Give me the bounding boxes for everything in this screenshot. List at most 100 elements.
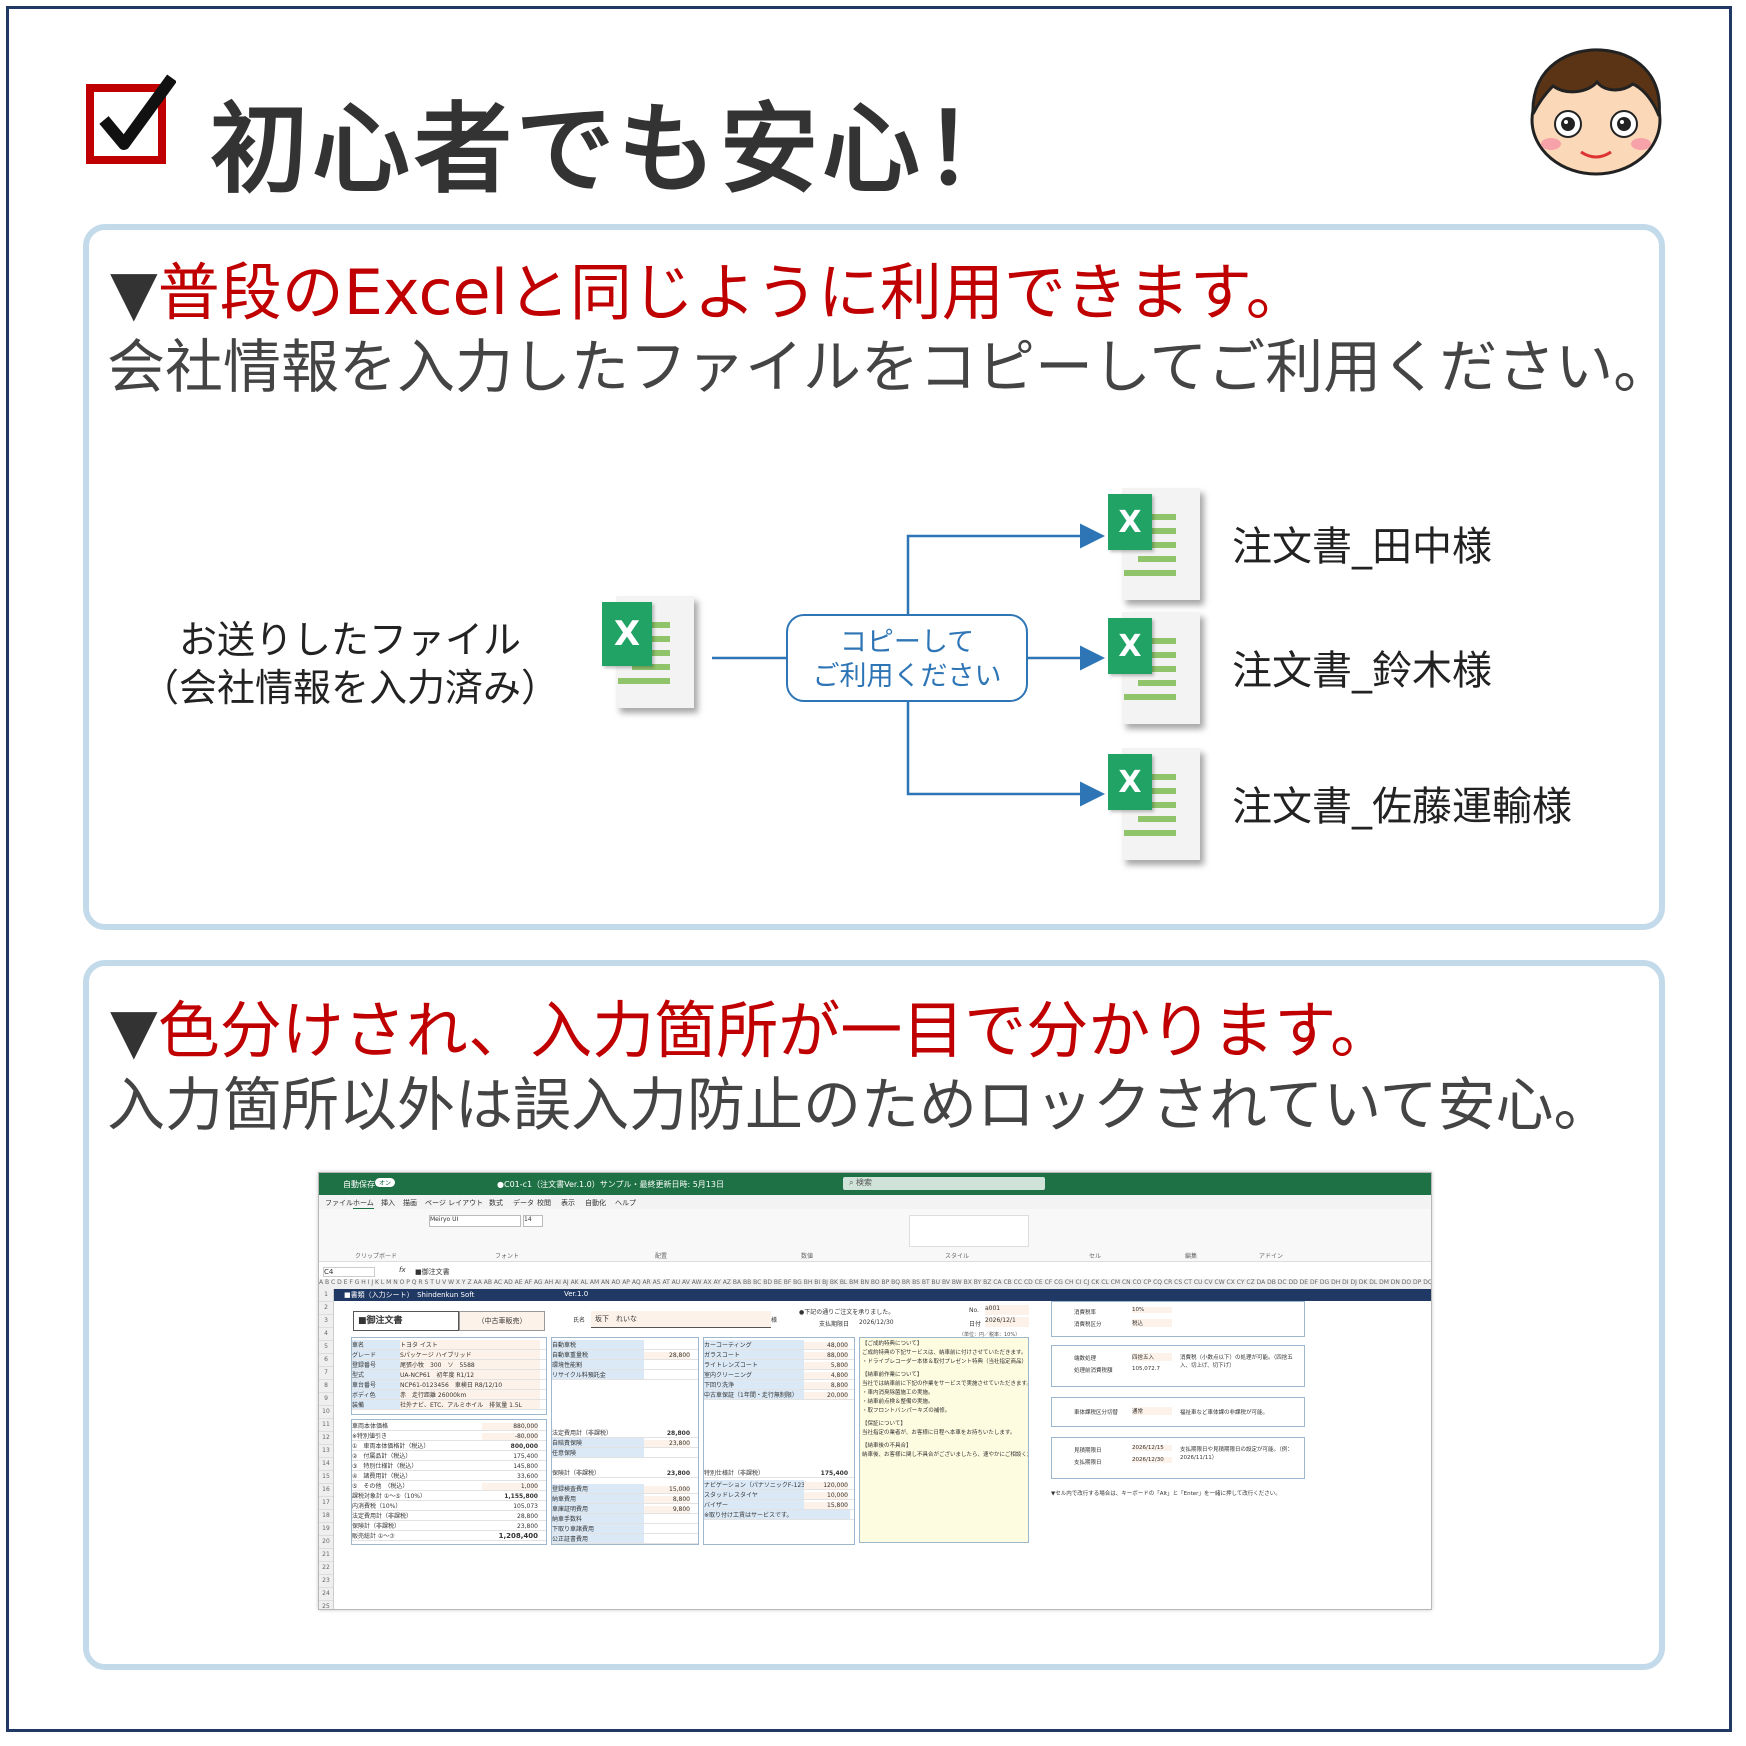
rounding-settings: 端数処理 四捨五入 処理前消費税額 105,072.7 消費税（小数点以下）の処… bbox=[1051, 1345, 1305, 1387]
excel-file-icon: X bbox=[1108, 748, 1200, 860]
doc-type[interactable]: （中古車販売） bbox=[459, 1311, 545, 1331]
table-row: 保険計（非課税）23,800 bbox=[352, 1521, 546, 1531]
due-date-input[interactable]: 2026/12/15 bbox=[1132, 1445, 1172, 1451]
copy-flow-arrows bbox=[712, 523, 1105, 807]
table-row: リサイクル料預託金 bbox=[552, 1370, 698, 1380]
name-box[interactable]: C4 bbox=[323, 1267, 375, 1277]
row-number[interactable]: 18 bbox=[319, 1510, 333, 1523]
table-row: 納車手数料 bbox=[552, 1514, 698, 1524]
tab-insert[interactable]: 挿入 bbox=[381, 1199, 395, 1207]
row-number[interactable]: 2 bbox=[319, 1302, 333, 1315]
row-number[interactable]: 16 bbox=[319, 1484, 333, 1497]
table-row: ※取り付け工賃はサービスです。 bbox=[704, 1510, 854, 1520]
excel-file-icon: X bbox=[1108, 488, 1200, 600]
pay-date-input[interactable]: 2026/12/30 bbox=[1132, 1457, 1172, 1463]
row-number[interactable]: 22 bbox=[319, 1562, 333, 1575]
tab-review[interactable]: 校閲 bbox=[537, 1199, 551, 1207]
triangle-marker-icon: ▼ bbox=[110, 256, 158, 329]
table-row: 登録番号尾張小牧 300 ソ 5588 bbox=[352, 1360, 546, 1370]
row-number[interactable]: 10 bbox=[319, 1406, 333, 1419]
row-number[interactable]: 1 bbox=[319, 1289, 333, 1302]
doc-heading[interactable]: ■御注文書 bbox=[353, 1311, 459, 1331]
row-number[interactable]: 25 bbox=[319, 1601, 333, 1609]
search-input[interactable]: ⌕ 検索 bbox=[843, 1177, 1045, 1190]
tab-file[interactable]: ファイル bbox=[325, 1199, 353, 1207]
customer-name-input[interactable]: 坂下 れいな bbox=[591, 1311, 771, 1328]
row-number[interactable]: 19 bbox=[319, 1523, 333, 1536]
table-row: ④ 諸費用計（税込）33,600 bbox=[352, 1471, 546, 1481]
table-row: ① 車両本体価格計（税込）800,000 bbox=[352, 1441, 546, 1451]
excel-file-icon: X bbox=[1108, 612, 1200, 724]
deadline-settings: 見積期限日 2026/12/15 支払期限日 2026/12/30 支払期限日や… bbox=[1051, 1437, 1305, 1479]
rounding-input[interactable]: 四捨五入 bbox=[1132, 1353, 1172, 1361]
row-number[interactable]: 15 bbox=[319, 1471, 333, 1484]
row-number[interactable]: 3 bbox=[319, 1315, 333, 1328]
tax-rate-input[interactable]: 10% bbox=[1132, 1307, 1172, 1313]
order-date-input[interactable]: 2026/12/1 bbox=[985, 1317, 1029, 1327]
tab-formulas[interactable]: 数式 bbox=[489, 1199, 503, 1207]
row-number[interactable]: 24 bbox=[319, 1588, 333, 1601]
file-name-1: 注文書_田中様 bbox=[1232, 524, 1492, 570]
style-gallery[interactable] bbox=[909, 1215, 1029, 1247]
order-no-input[interactable]: a001 bbox=[985, 1305, 1029, 1315]
row-number[interactable]: 17 bbox=[319, 1497, 333, 1510]
tab-data[interactable]: データ bbox=[513, 1199, 534, 1207]
font-name-select[interactable]: Meiryo UI bbox=[429, 1215, 521, 1227]
row-number[interactable]: 4 bbox=[319, 1328, 333, 1341]
table-row: ※特別値引き-80,000 bbox=[352, 1431, 546, 1441]
tab-help[interactable]: ヘルプ bbox=[615, 1199, 636, 1207]
body-tax-input[interactable]: 通常 bbox=[1132, 1407, 1172, 1415]
table-row: ナビゲーション（パナソニックF-123）120,000 bbox=[704, 1480, 854, 1490]
row-number[interactable]: 21 bbox=[319, 1549, 333, 1562]
table-row: 下取り車諸費用 bbox=[552, 1524, 698, 1534]
page-title: 初心者でも安心！ bbox=[210, 93, 1027, 207]
row-number[interactable]: 12 bbox=[319, 1432, 333, 1445]
table-row: 自動車税 bbox=[552, 1340, 698, 1350]
autosave-toggle[interactable]: オン bbox=[375, 1178, 396, 1187]
section-excel-usage bbox=[83, 224, 1665, 930]
tax-type-input[interactable]: 税込 bbox=[1132, 1319, 1172, 1327]
row-number[interactable]: 6 bbox=[319, 1354, 333, 1367]
excel-title-bar: 自動保存 オン ●C01-c1（注文書Ver.1.0）サンプル・最終更新日時: … bbox=[319, 1173, 1431, 1195]
tab-home[interactable]: ホーム bbox=[353, 1199, 374, 1209]
formula-bar: C4 fx ■御注文書 bbox=[319, 1263, 1431, 1280]
row-number[interactable]: 23 bbox=[319, 1575, 333, 1588]
table-row: 法定費用計（非課税）28,800 bbox=[352, 1511, 546, 1521]
formula-input[interactable]: ■御注文書 bbox=[415, 1268, 450, 1276]
notes-box[interactable]: 【ご成約特典について】 ご成約特典の下記サービスは、納車前に付けさせていただきま… bbox=[859, 1337, 1029, 1543]
tab-view[interactable]: 表示 bbox=[561, 1199, 575, 1207]
tab-page-layout[interactable]: ページ レイアウト bbox=[425, 1199, 484, 1207]
row-number[interactable]: 20 bbox=[319, 1536, 333, 1549]
row-number[interactable]: 11 bbox=[319, 1419, 333, 1432]
row-number[interactable]: 14 bbox=[319, 1458, 333, 1471]
row-number[interactable]: 7 bbox=[319, 1367, 333, 1380]
table-row: ボディ色赤 走行距離 26000km bbox=[352, 1390, 546, 1400]
row-number[interactable]: 13 bbox=[319, 1445, 333, 1458]
row-number[interactable]: 5 bbox=[319, 1341, 333, 1354]
tab-draw[interactable]: 描画 bbox=[403, 1199, 417, 1207]
tab-automate[interactable]: 自動化 bbox=[585, 1199, 606, 1207]
row-number[interactable]: 9 bbox=[319, 1393, 333, 1406]
section2-headline: ▼色分けされ、入力箇所が一目で分かります。 bbox=[110, 994, 1393, 1067]
search-icon: ⌕ bbox=[849, 1178, 857, 1187]
row-number[interactable]: 8 bbox=[319, 1380, 333, 1393]
section2-subline: 入力箇所以外は誤入力防止のためロックされていて安心。 bbox=[107, 1071, 1612, 1139]
table-row: 保険計（非課税）23,800 bbox=[552, 1468, 698, 1478]
font-size-select[interactable]: 14 bbox=[523, 1215, 543, 1227]
triangle-marker-icon: ▼ bbox=[110, 994, 158, 1067]
